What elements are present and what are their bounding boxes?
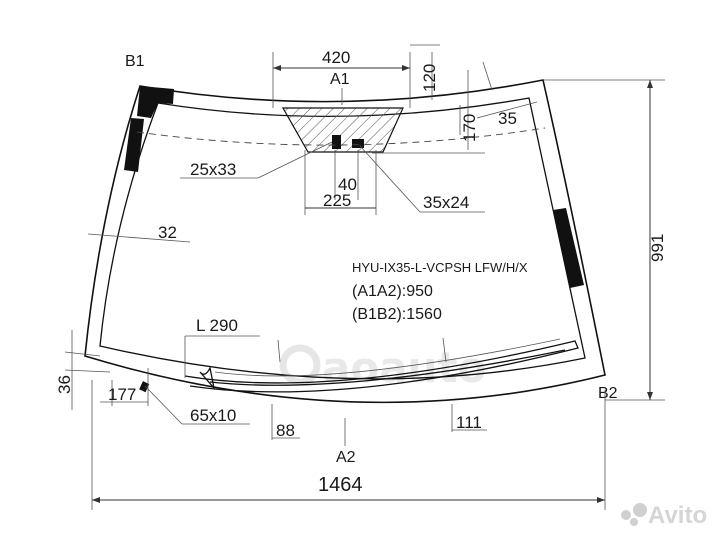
dim-1464: 1464	[91, 380, 606, 510]
dim-40-label: 40	[338, 175, 357, 194]
dim-35-label: 35	[498, 109, 517, 128]
dim-991-label: 991	[648, 234, 667, 262]
sensor-block	[332, 135, 341, 149]
dim-36: 36	[55, 330, 111, 410]
bottom-band-inner	[209, 349, 566, 386]
sensor-hatch-area	[281, 107, 404, 153]
avito-watermark: Avito	[621, 502, 707, 529]
dim-88-label: 88	[276, 421, 295, 440]
label-a2: A2	[336, 449, 356, 466]
dim-177-label: 177	[108, 385, 136, 404]
dim-l290-label: L 290	[196, 316, 238, 335]
dim-88: 88	[271, 404, 300, 440]
dim-170: 170	[372, 105, 485, 154]
dim-1464-label: 1464	[318, 474, 363, 496]
callout-35x24-label: 35x24	[423, 193, 469, 212]
frit-left-strip	[124, 118, 144, 172]
dim-420: 420 A1	[272, 48, 411, 108]
dim-32: 32	[87, 223, 191, 243]
brand-watermark-text: aoauto	[322, 343, 486, 392]
label-b2: B2	[598, 385, 618, 402]
shade-band-line	[136, 127, 546, 146]
dim-l290: L 290	[184, 316, 447, 378]
callout-65x10: 65x10	[144, 385, 250, 425]
dim-111: 111	[451, 404, 487, 432]
bottom-notch	[199, 366, 216, 391]
callout-35x24: 35x24	[359, 145, 485, 213]
dim-40-225: 40 225	[304, 150, 377, 215]
frit-right-strip	[553, 208, 584, 288]
dim-120-label: 120	[420, 64, 439, 92]
frit-top-left	[137, 86, 174, 118]
avito-watermark-text: Avito	[648, 502, 707, 529]
dim-225-label: 225	[323, 191, 351, 210]
glass-outer-edge	[84, 79, 606, 404]
dim-36-label: 36	[55, 375, 74, 394]
dim-991: 991	[543, 79, 667, 401]
dim-170-label: 170	[460, 114, 479, 142]
bottom-band-outer	[184, 340, 579, 393]
dim-111-label: 111	[456, 413, 482, 432]
bottom-band-mid	[214, 338, 561, 377]
callout-25x33-label: 25x33	[190, 160, 236, 179]
spec-model: HYU-IX35-L-VCPSH LFW/H/X	[352, 260, 528, 275]
label-a1: A1	[330, 71, 350, 88]
callout-65x10-label: 65x10	[190, 406, 236, 425]
spec-b1b2: (B1B2):1560	[352, 306, 442, 323]
spec-a1a2: (A1A2):950	[352, 283, 433, 300]
dim-420-label: 420	[322, 48, 350, 67]
dim-32-label: 32	[158, 223, 177, 242]
bottom-left-mark	[139, 381, 150, 393]
label-b1: B1	[125, 53, 145, 70]
camera-block	[352, 139, 364, 148]
dim-120: 120	[410, 44, 493, 150]
dim-35: 35	[476, 101, 538, 128]
callout-25x33: 25x33	[180, 141, 333, 179]
dim-177: 177	[100, 368, 149, 406]
